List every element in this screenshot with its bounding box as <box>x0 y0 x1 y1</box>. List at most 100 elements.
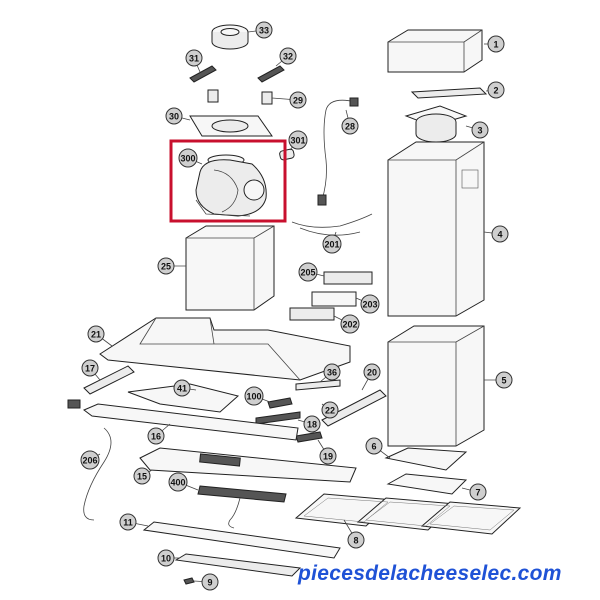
callout-label: 5 <box>501 376 506 386</box>
callout-201: 201 <box>322 231 342 254</box>
part-front-bar <box>83 403 299 441</box>
callout-label: 25 <box>161 262 171 272</box>
callout-circle <box>495 371 513 389</box>
callout-circle <box>471 121 489 139</box>
callout-circle <box>340 314 360 334</box>
callout-label: 201 <box>324 240 339 250</box>
callout-4: 4 <box>483 225 509 243</box>
callout-label: 8 <box>353 536 358 546</box>
callout-label: 30 <box>169 112 179 122</box>
callout-30: 30 <box>165 107 191 125</box>
callout-circle <box>178 148 198 168</box>
callout-label: 7 <box>475 488 480 498</box>
callout-25: 25 <box>157 257 186 275</box>
parts-layer <box>67 24 522 585</box>
callout-6: 6 <box>365 437 391 459</box>
callout-circle <box>363 363 381 381</box>
callout-circle <box>469 483 487 501</box>
part-grease-filters <box>294 493 522 535</box>
callout-label: 17 <box>85 364 95 374</box>
callout-19: 19 <box>317 439 337 465</box>
callout-31: 31 <box>185 49 203 73</box>
callout-16: 16 <box>147 423 171 445</box>
callout-circle <box>87 325 105 343</box>
callout-label: 300 <box>180 154 195 164</box>
callout-circle <box>81 359 99 377</box>
callout-label: 28 <box>345 122 355 132</box>
callout-circle <box>185 49 203 67</box>
callout-label: 3 <box>477 126 482 136</box>
callout-circle <box>319 447 337 465</box>
callout-203: 203 <box>355 294 380 314</box>
part-upper-box <box>387 29 483 73</box>
callout-300: 300 <box>178 148 203 168</box>
callout-circle <box>298 262 318 282</box>
watermark-text: piecesdelacheeselec.com <box>298 562 562 585</box>
callout-label: 301 <box>290 136 305 146</box>
part-light-panel <box>139 447 357 483</box>
callout-206: 206 <box>80 450 101 470</box>
callout-label: 4 <box>497 230 502 240</box>
callout-circle <box>288 130 308 150</box>
callout-circle <box>487 81 505 99</box>
callout-41: 41 <box>173 379 197 397</box>
callout-29: 29 <box>271 91 307 109</box>
callout-21: 21 <box>87 325 113 347</box>
callout-circle <box>147 427 165 445</box>
callout-label: 22 <box>325 406 335 416</box>
callout-circle <box>279 47 297 65</box>
callout-10: 10 <box>157 549 180 567</box>
callout-9: 9 <box>193 573 219 591</box>
callout-label: 16 <box>151 432 161 442</box>
callout-circle <box>157 257 175 275</box>
part-bottom-bar <box>142 521 341 559</box>
callout-circle <box>119 513 137 531</box>
part-small-components <box>255 379 387 443</box>
callout-17: 17 <box>81 359 101 381</box>
callout-label: 1 <box>493 40 498 50</box>
callout-label: 20 <box>367 368 377 378</box>
callout-2: 2 <box>485 81 505 99</box>
callout-circle <box>323 363 341 381</box>
callout-circle <box>244 386 264 406</box>
callout-label: 11 <box>123 518 133 528</box>
part-led-module <box>197 485 287 529</box>
callout-20: 20 <box>361 363 381 391</box>
callout-circle <box>303 415 321 433</box>
part-lower-chimney <box>387 325 485 447</box>
callout-layer: 1 2 3 4 5 6 7 8 9 10 11 15 16 17 18 19 20 21 22 25 28 29 30 31 3… <box>80 21 513 591</box>
part-top-plate <box>189 115 273 137</box>
callout-label: 2 <box>493 86 498 96</box>
callout-label: 9 <box>207 578 212 588</box>
part-glass-plates <box>384 447 468 495</box>
part-rail <box>410 87 488 99</box>
callout-label: 203 <box>362 300 377 310</box>
callout-circle <box>165 107 183 125</box>
callout-circle <box>487 35 505 53</box>
part-side-rail <box>67 365 135 409</box>
callout-18: 18 <box>297 415 321 433</box>
callout-label: 6 <box>371 442 376 452</box>
callout-label: 41 <box>177 384 187 394</box>
callout-label: 202 <box>342 320 357 330</box>
callout-28: 28 <box>341 109 359 135</box>
callout-circle <box>360 294 380 314</box>
part-control-boards <box>289 271 373 321</box>
part-upper-chimney <box>387 141 485 317</box>
callout-label: 206 <box>82 456 97 466</box>
part-flange <box>404 105 468 143</box>
callout-11: 11 <box>119 513 149 531</box>
callout-3: 3 <box>465 121 489 139</box>
callout-label: 36 <box>327 368 337 378</box>
callout-circle <box>173 379 191 397</box>
callout-label: 29 <box>293 96 303 106</box>
part-canopy <box>99 317 351 381</box>
callout-circle <box>322 234 342 254</box>
callout-circle <box>289 91 307 109</box>
callout-15: 15 <box>133 467 153 485</box>
part-capacitor <box>279 148 295 161</box>
part-power-cable <box>317 97 359 206</box>
callout-33: 33 <box>247 21 273 39</box>
callout-label: 31 <box>189 54 199 64</box>
callout-8: 8 <box>343 519 365 549</box>
